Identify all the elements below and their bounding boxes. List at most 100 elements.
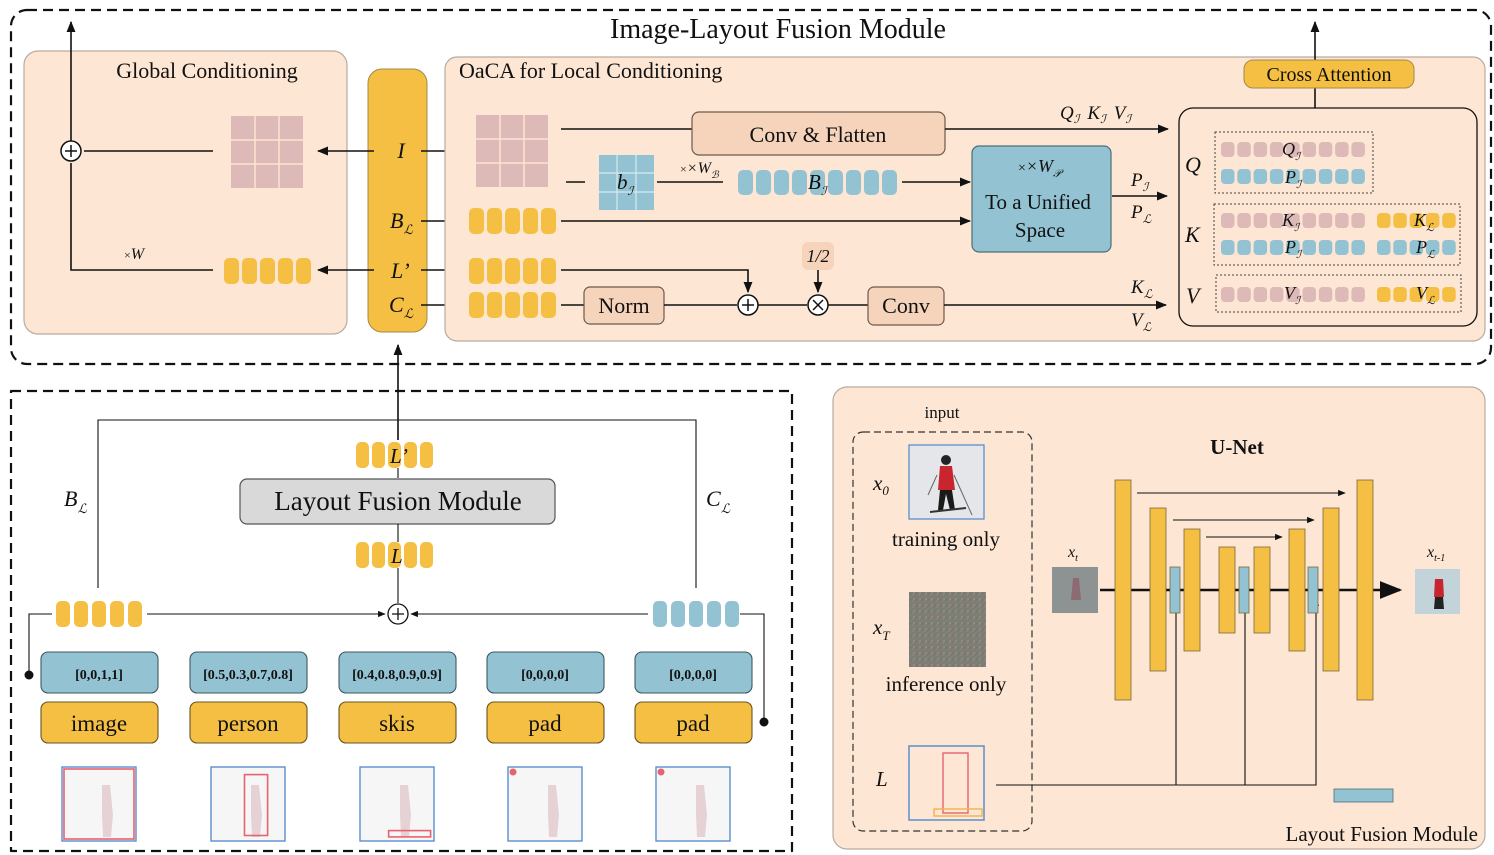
layout-fusion-block <box>1307 566 1319 614</box>
token <box>1269 240 1284 255</box>
VL-v-label: Vℒ <box>1416 283 1436 307</box>
condition-column: I Bℒ L’ Cℒ <box>367 68 428 333</box>
category-box <box>634 701 753 744</box>
token <box>1318 213 1333 228</box>
token <box>1286 142 1300 157</box>
oaca-title: OaCA for Local Conditioning <box>459 58 722 83</box>
token <box>1377 240 1391 255</box>
xt-label: xt <box>1067 544 1078 564</box>
v-image-tokens <box>1221 287 1456 302</box>
bbox-overlay <box>243 773 269 837</box>
token <box>1393 213 1407 228</box>
token <box>1286 240 1300 255</box>
skier-silhouette <box>400 785 411 837</box>
xT-label: xT <box>872 615 890 643</box>
thumbnail <box>655 766 731 842</box>
layout-item: [0,0,1,1] image <box>40 651 159 842</box>
token <box>1318 240 1333 255</box>
token <box>1351 142 1365 157</box>
token <box>1237 169 1251 184</box>
token <box>1237 287 1251 302</box>
layout-item: [0.5,0.3,0.7,0.8]person <box>189 651 308 842</box>
layout-fusion-block <box>1238 566 1250 614</box>
legend-label: Layout Fusion Module <box>1286 822 1479 846</box>
KI-label: Kℐ <box>1281 210 1301 234</box>
token <box>1425 213 1440 228</box>
category-label: image <box>71 711 127 736</box>
token <box>1393 240 1407 255</box>
thumbnail <box>507 766 583 842</box>
bbox-tokens-BI <box>738 170 897 195</box>
label-BL: Bℒ <box>390 208 413 237</box>
token <box>1442 240 1456 255</box>
training-only-label: training only <box>892 527 1000 551</box>
unet-block <box>1288 528 1306 652</box>
conv-flatten-block <box>691 111 946 156</box>
unet-block <box>1356 479 1374 701</box>
label-I: I <box>396 138 406 163</box>
bbox-feature-grid <box>599 155 654 210</box>
VI-label: Vℐ <box>1284 283 1302 307</box>
bbox-embed-tokens <box>56 601 142 627</box>
input-label: input <box>925 403 960 422</box>
k-image-tokens <box>1221 213 1456 228</box>
k-pos-tokens <box>1221 240 1456 255</box>
QI-label: Qℐ <box>1282 139 1302 163</box>
q-image-tokens <box>1221 142 1365 157</box>
weight-label: ×W <box>124 246 146 263</box>
token <box>1302 169 1316 184</box>
layout-item: [0,0,0,0]pad <box>486 651 605 842</box>
token <box>1221 287 1235 302</box>
layout-input-image <box>908 745 985 821</box>
legend-swatch <box>1333 788 1394 803</box>
token <box>1237 142 1251 157</box>
token <box>1335 287 1349 302</box>
PL-label: Pℒ <box>1130 202 1152 226</box>
pad-point <box>657 768 665 776</box>
token <box>1318 169 1333 184</box>
token <box>1253 287 1268 302</box>
unet-title: U-Net <box>1210 435 1264 459</box>
category-label: skis <box>379 711 415 736</box>
image-layout-fusion-module-frame <box>9 8 1493 366</box>
V-label: V <box>1186 283 1202 308</box>
KL-label: Kℒ <box>1130 277 1153 301</box>
BL-label: Bℒ <box>64 486 87 516</box>
token <box>1335 240 1349 255</box>
K-label: K <box>1184 222 1201 247</box>
token <box>1409 287 1424 302</box>
norm-label: Norm <box>598 293 649 318</box>
category-embed-tokens <box>653 601 739 627</box>
category-box <box>338 701 457 744</box>
L-input-label: L <box>875 767 888 791</box>
category-box <box>40 701 159 744</box>
x0-image <box>908 444 985 520</box>
token <box>1335 169 1349 184</box>
wB-label: ××Wℬ <box>680 160 720 181</box>
unet-block <box>1253 546 1271 634</box>
token <box>1269 287 1284 302</box>
token <box>1237 240 1251 255</box>
unet-block <box>1218 546 1236 634</box>
unet-block <box>1322 507 1340 672</box>
thumbnail <box>359 766 435 842</box>
bbox-value: [0,0,1,1] <box>75 668 123 683</box>
x0-label: x0 <box>872 471 889 498</box>
image-feature-grid <box>231 116 303 188</box>
label-Lprime: L’ <box>390 258 410 283</box>
token <box>1351 287 1365 302</box>
token <box>1302 142 1316 157</box>
category-label: pad <box>528 711 562 736</box>
unet-blocks <box>1114 479 1374 701</box>
layout-fusion-frame <box>9 389 794 853</box>
conv-flatten-label: Conv & Flatten <box>750 122 887 147</box>
unified-line1: To a Unified <box>985 190 1091 214</box>
unet-block <box>1183 528 1201 652</box>
cross-attention-block[interactable] <box>1243 59 1415 89</box>
unet-block <box>1149 507 1167 672</box>
connector-dot <box>24 670 34 680</box>
bbox-value: [0.4,0.8,0.9,0.9] <box>352 668 442 683</box>
bbox-box <box>338 651 457 694</box>
